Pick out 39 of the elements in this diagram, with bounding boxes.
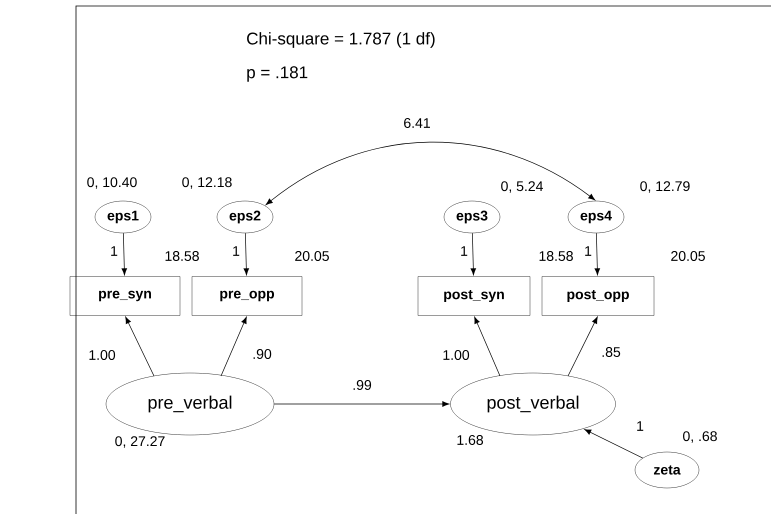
edge-label: 1.00 <box>87 349 117 361</box>
arrow <box>594 232 600 276</box>
title: Chi-square = 1.787 (1 df) <box>247 32 435 48</box>
arrow <box>568 316 598 376</box>
arrow <box>584 429 644 458</box>
edge-label: 1 <box>635 420 645 432</box>
arrow <box>266 142 596 205</box>
edge-label: .90 <box>251 348 273 360</box>
edge-label: .85 <box>600 346 622 358</box>
estimate-label: 0, 12.79 <box>640 181 690 193</box>
edge-label: 1 <box>583 245 593 257</box>
observed-variable-box: post_opp <box>542 276 654 316</box>
estimate-label: 0, 10.40 <box>87 177 137 189</box>
estimate-label: 20.05 <box>295 251 329 261</box>
arrow <box>274 401 450 407</box>
estimate-label: 1.68 <box>457 435 484 445</box>
edge-label: 1.00 <box>441 349 471 361</box>
edge-label: 6.41 <box>402 117 432 129</box>
arrow <box>220 316 247 376</box>
observed-variable-box: post_syn <box>418 276 530 316</box>
edge-label: 1 <box>109 245 119 257</box>
arrow <box>474 316 500 376</box>
edge-label: 1 <box>231 245 241 257</box>
estimate-label: 0, 12.18 <box>182 177 232 189</box>
estimate-label: 0, 5.24 <box>501 181 543 193</box>
p-value: p = .181 <box>247 66 308 82</box>
edge-label: 1 <box>459 245 469 257</box>
estimate-label: 18.58 <box>166 251 199 261</box>
edge-label: .99 <box>351 379 373 391</box>
arrow <box>244 232 250 276</box>
estimate-label: 18.58 <box>540 251 573 261</box>
observed-variable-box: pre_syn <box>70 276 180 316</box>
arrow <box>122 232 128 276</box>
estimate-label: 0, 27.27 <box>115 436 165 448</box>
estimate-label: 20.05 <box>671 251 705 261</box>
arrow <box>125 316 154 376</box>
arrow <box>470 232 476 276</box>
observed-variable-box: pre_opp <box>192 276 302 316</box>
estimate-label: 0, .68 <box>683 431 717 443</box>
